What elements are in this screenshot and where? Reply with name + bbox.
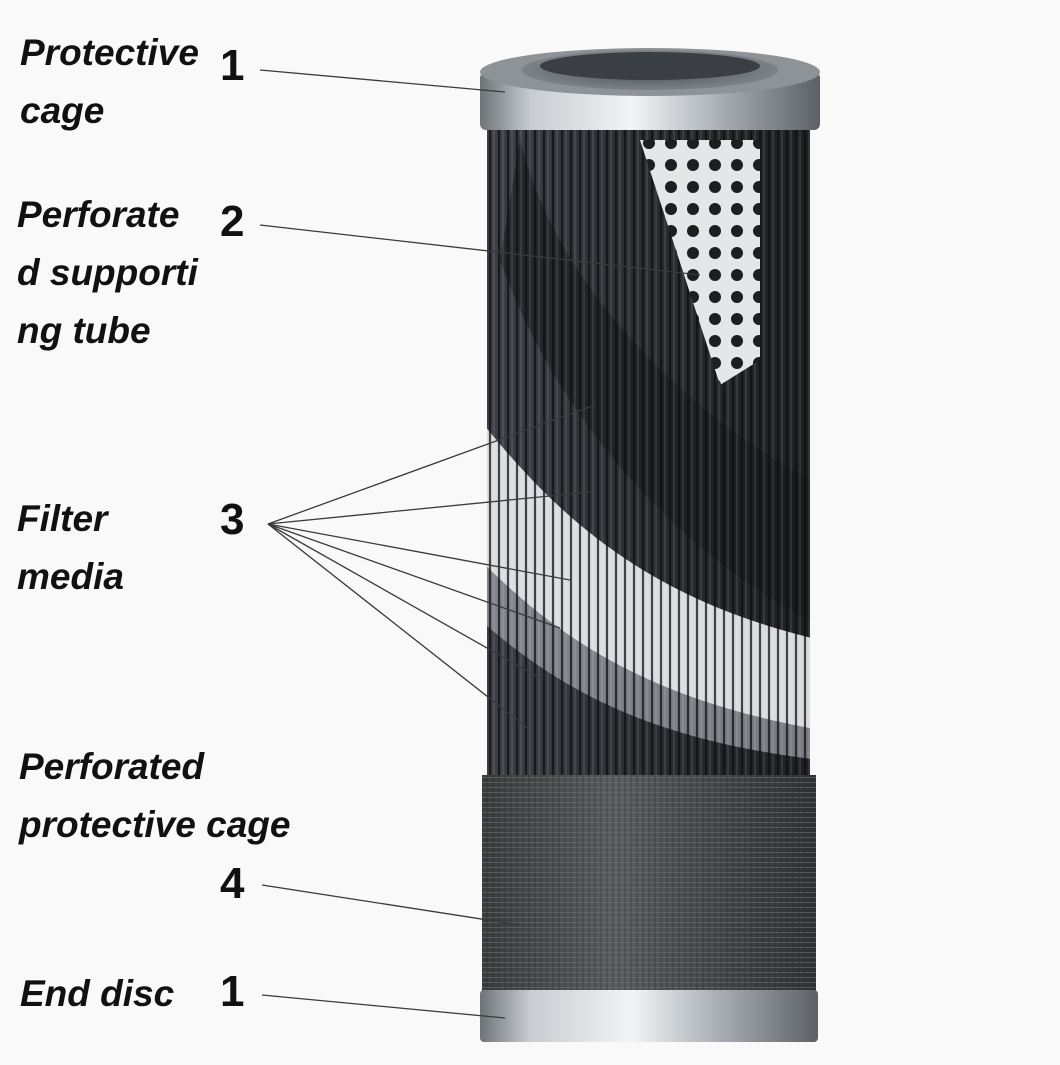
leader-line-1-top [259, 69, 506, 93]
top-end-cap [480, 48, 820, 130]
label-end-disc: End disc [20, 973, 175, 1014]
leader-line-3c [267, 523, 571, 581]
label-perforated-supporting-tube: Perforate d supporti ng tube [17, 194, 198, 351]
leader-line-2 [259, 224, 701, 276]
bottom-end-disc [480, 990, 818, 1042]
perforated-supporting-tube [640, 140, 760, 385]
filter-media-pleats [487, 120, 810, 780]
label-filter-media: Filter media [17, 498, 124, 597]
callout-number-1-bottom: 1 [220, 967, 245, 1016]
callout-number-3: 3 [220, 495, 245, 544]
perforated-protective-cage-mesh [482, 775, 816, 995]
leader-line-4 [261, 884, 521, 926]
leader-line-3f [267, 523, 531, 731]
leader-lines [259, 69, 701, 1019]
leader-line-3d [267, 523, 561, 629]
leader-line-1-bottom [261, 994, 506, 1019]
callout-number-4: 4 [220, 859, 245, 908]
label-perforated-protective-cage: Perforated protective cage [19, 746, 291, 845]
callout-number-1-top: 1 [220, 41, 245, 90]
callout-number-2: 2 [220, 197, 245, 246]
leader-line-3a [267, 404, 596, 525]
leader-line-3b [267, 491, 591, 525]
leader-line-3e [267, 523, 541, 679]
label-protective-cage: Protective cage [20, 32, 199, 131]
